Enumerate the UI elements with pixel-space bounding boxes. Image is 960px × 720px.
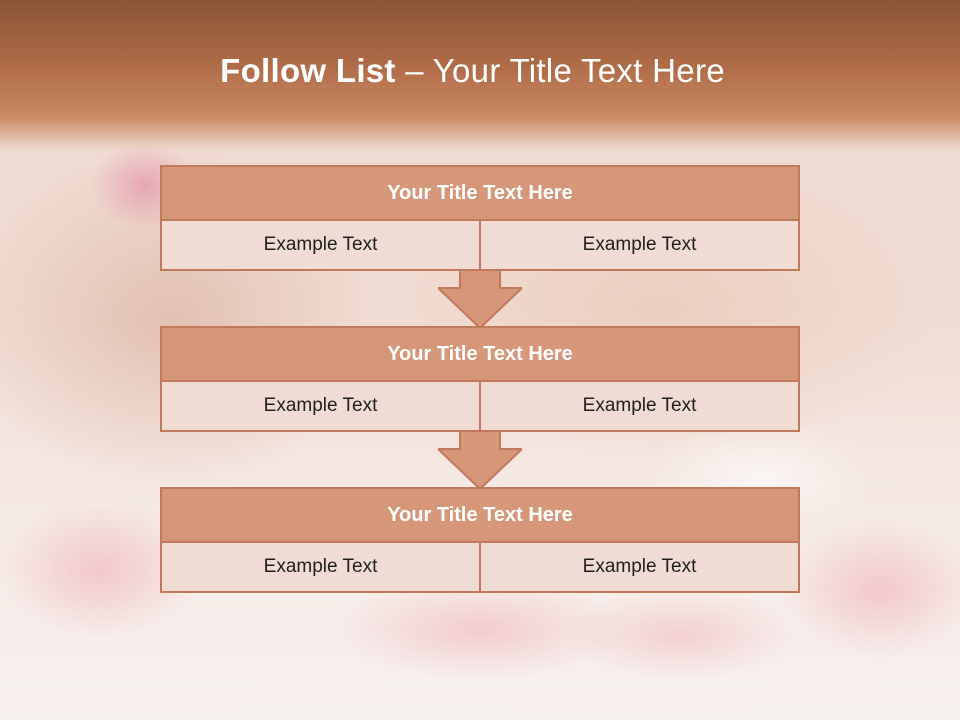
slide-title: Follow List – Your Title Text Here xyxy=(0,52,945,90)
step-cell-left: Example Text xyxy=(160,221,481,271)
step-box-3: Your Title Text Here Example Text Exampl… xyxy=(160,487,800,593)
step-title: Your Title Text Here xyxy=(160,326,800,382)
step-cell-right: Example Text xyxy=(481,221,800,271)
step-box-1: Your Title Text Here Example Text Exampl… xyxy=(160,165,800,271)
step-title: Your Title Text Here xyxy=(160,165,800,221)
step-cell-left: Example Text xyxy=(160,382,481,432)
step-row: Example Text Example Text xyxy=(160,382,800,432)
step-row: Example Text Example Text xyxy=(160,221,800,271)
slide-title-rest: – Your Title Text Here xyxy=(395,52,725,89)
step-title: Your Title Text Here xyxy=(160,487,800,543)
step-cell-left: Example Text xyxy=(160,543,481,593)
down-arrow-icon xyxy=(438,270,522,330)
header-band xyxy=(0,0,960,150)
down-arrow-icon xyxy=(438,431,522,491)
step-box-2: Your Title Text Here Example Text Exampl… xyxy=(160,326,800,432)
step-cell-right: Example Text xyxy=(481,382,800,432)
step-row: Example Text Example Text xyxy=(160,543,800,593)
step-cell-right: Example Text xyxy=(481,543,800,593)
slide-title-bold: Follow List xyxy=(220,52,396,89)
